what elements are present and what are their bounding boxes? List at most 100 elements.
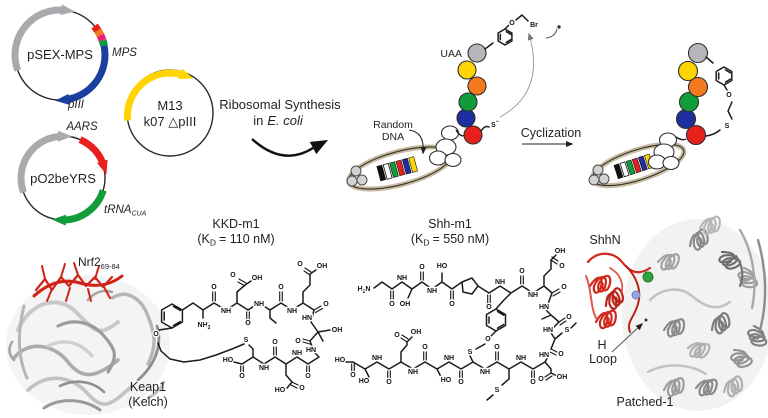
atom-label-s: S — [725, 123, 730, 130]
keap1-label-line2: (Kelch) — [128, 395, 168, 409]
phage-tip-protein — [598, 173, 610, 185]
process-line1: Ribosomal Synthesis — [219, 97, 341, 112]
patched1-mass — [622, 219, 768, 411]
uaa-sidechain-bond — [705, 56, 714, 64]
atom-label-o: O — [509, 20, 515, 27]
atom-label-s: S — [468, 349, 473, 356]
kkd-m1-structure: O O O O OH O OH O HN OH O HN O NH O HO O… — [152, 260, 344, 396]
atom-label-nh2: NH2 — [198, 322, 211, 331]
ether-bond — [504, 24, 510, 30]
phage-particle-left — [346, 125, 474, 192]
trna-subscript: CUA — [131, 211, 146, 218]
random-dna-line1: Random — [373, 119, 413, 131]
atom-label-o: O — [297, 261, 303, 268]
atom-label-o: O — [519, 268, 525, 275]
kd-open: (K — [411, 232, 424, 246]
atom-label-hn: HN — [539, 304, 549, 311]
benzyl-ring — [497, 28, 513, 46]
piii-gene-arrow — [55, 44, 109, 105]
mps-stripe-magenta — [96, 33, 107, 42]
shh-name: Shh-m1 — [428, 217, 472, 231]
dna-stripe-red — [631, 157, 642, 174]
atom-label-o: O — [389, 301, 395, 308]
atom-label-oh: OH — [317, 263, 328, 270]
patched1-label: Patched-1 — [617, 395, 674, 409]
bead-yellow — [677, 60, 699, 82]
atom-label-o: O — [386, 379, 392, 386]
atom-label-hn: HN — [543, 327, 553, 334]
atom-label-o: O — [211, 284, 217, 291]
atom-label-oh: OH — [555, 248, 566, 255]
random-dna-arrow — [408, 129, 427, 155]
kd-rest: = 550 nM) — [433, 232, 490, 246]
keap1-structure: Nrf269-84 Keap1 (Kelch) — [6, 255, 170, 415]
atom-label-o: O — [419, 264, 425, 271]
atom-label-nh: NH — [397, 275, 407, 282]
kkd-kd: (KD= 110 nM) — [197, 232, 274, 248]
patched1-ribbons — [646, 213, 768, 400]
nrf2-subscript: 69-84 — [101, 262, 120, 271]
keap1-ribbons — [8, 289, 166, 412]
h-loop-dot — [644, 318, 648, 322]
atom-label-ho: HO — [441, 377, 452, 384]
atom-label-o: O — [566, 314, 572, 321]
kd-sub: D — [423, 238, 429, 248]
nh2-base: NH — [198, 322, 208, 329]
ether-bond — [723, 84, 728, 91]
atom-label-h2n: H2N — [358, 286, 371, 295]
synthesis-arrowhead — [309, 140, 329, 155]
dna-stripe-blue — [637, 155, 648, 172]
kd-open: (K — [197, 232, 210, 246]
atom-label-hn: HN — [302, 315, 312, 322]
aars-gene-arrow — [78, 136, 108, 175]
atom-label-nh: NH — [427, 288, 437, 295]
nascent-peptide-linear: UAA O Br S− — [440, 14, 561, 145]
bead-red — [463, 125, 483, 145]
piii-gene-label: pIII — [67, 99, 85, 111]
atom-label-o: O — [538, 376, 544, 383]
atom-label-o: O — [230, 272, 236, 279]
phage-body — [346, 144, 454, 192]
promoter-arrow-gray — [11, 4, 75, 72]
zinc-site-green-sphere — [642, 271, 654, 283]
cyclization-label: Cyclization — [521, 126, 581, 140]
atom-label-o: O — [153, 331, 159, 338]
shh-double-bonds — [351, 256, 567, 381]
trna-gene-arrow — [52, 189, 107, 226]
phage-particle-right — [588, 132, 687, 189]
cyclization-step: Cyclization — [521, 126, 581, 147]
bead-green — [678, 91, 700, 113]
leaving-group-dot — [557, 25, 561, 29]
kkd-name: KKD-m1 — [212, 217, 259, 231]
keap1-label-line1: Keap1 — [130, 380, 166, 394]
thiolate-s: S — [491, 122, 496, 129]
dna-stripe-white — [382, 162, 393, 180]
atom-label-o: O — [295, 338, 301, 345]
benzyl-ring — [715, 66, 733, 86]
atom-label-ho: HO — [359, 378, 370, 385]
process-ecoli: E. coli — [267, 113, 304, 128]
atom-label-nh: NH — [408, 369, 418, 376]
metal-blue-sphere — [631, 290, 641, 300]
bead-orange — [687, 76, 709, 98]
phage-tip-protein — [592, 164, 604, 176]
synthesis-arrow — [251, 138, 314, 157]
atom-label-nh: NH — [292, 350, 302, 357]
nh2-sub: 2 — [208, 325, 211, 331]
mps-stripe-orange — [94, 28, 104, 38]
atom-label-ho: HO — [437, 263, 448, 270]
bead-uaa-gray — [687, 42, 709, 64]
promoter-arrow-gray — [17, 130, 72, 194]
h2n-n: N — [365, 286, 370, 293]
kkd-benzene — [160, 303, 184, 329]
atom-label-oh: OH — [411, 329, 422, 336]
atom-label-oh: OH — [252, 275, 263, 282]
random-dna-annotation: Random DNA — [373, 119, 427, 155]
plasmid-name: pSEX-MPS — [27, 47, 93, 62]
atom-label-nh: NH — [495, 279, 505, 286]
bead-yellow — [457, 60, 477, 80]
atom-label-hn: HN — [306, 347, 316, 354]
mps-stripe-green — [98, 39, 108, 47]
